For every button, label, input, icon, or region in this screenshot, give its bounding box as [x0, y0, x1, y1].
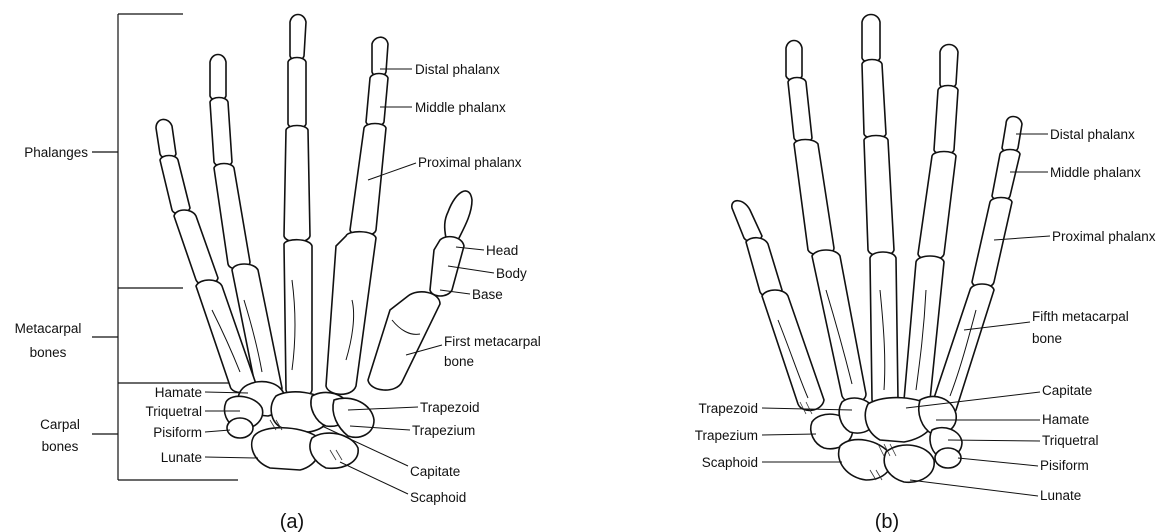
- label-carpal-bones-line1: Carpal: [40, 417, 80, 432]
- label-phalanges: Phalanges: [24, 145, 88, 160]
- label-scaphoid: Scaphoid: [410, 490, 466, 505]
- label-distal-phalanx-b: Distal phalanx: [1050, 127, 1135, 142]
- label-fifth-metacarpal-line2: bone: [1032, 331, 1062, 346]
- label-middle-phalanx-b: Middle phalanx: [1050, 165, 1141, 180]
- label-trapezium-b: Trapezium: [695, 428, 758, 443]
- caption-a: (a): [280, 511, 304, 532]
- left-middle-finger: [284, 15, 312, 398]
- label-lunate: Lunate: [161, 450, 202, 465]
- label-body: Body: [496, 266, 527, 281]
- label-scaphoid-b: Scaphoid: [702, 455, 758, 470]
- right-hand-figure: Distal phalanx Middle phalanx Proximal p…: [695, 15, 1156, 532]
- label-triquetral: Triquetral: [145, 404, 202, 419]
- label-proximal-phalanx: Proximal phalanx: [418, 155, 522, 170]
- label-trapezoid: Trapezoid: [420, 400, 480, 415]
- label-head: Head: [486, 243, 518, 258]
- label-trapezoid-b: Trapezoid: [698, 401, 758, 416]
- left-index-finger: [326, 37, 388, 394]
- label-proximal-phalanx-b: Proximal phalanx: [1052, 229, 1156, 244]
- label-metacarpal-bones-line1: Metacarpal: [15, 321, 82, 336]
- label-capitate-b: Capitate: [1042, 383, 1092, 398]
- label-carpal-bones-line2: bones: [42, 439, 79, 454]
- label-distal-phalanx: Distal phalanx: [415, 62, 500, 77]
- label-capitate: Capitate: [410, 464, 460, 479]
- left-hand-figure: Phalanges Metacarpal bones Carpal bones …: [15, 14, 541, 532]
- caption-b: (b): [875, 511, 899, 532]
- label-pisiform-b: Pisiform: [1040, 458, 1089, 473]
- label-fifth-metacarpal-line1: Fifth metacarpal: [1032, 309, 1129, 324]
- label-metacarpal-bones-line2: bones: [30, 345, 67, 360]
- label-middle-phalanx: Middle phalanx: [415, 100, 506, 115]
- label-hamate-b: Hamate: [1042, 412, 1089, 427]
- label-triquetral-b: Triquetral: [1042, 433, 1099, 448]
- label-pisiform: Pisiform: [153, 425, 202, 440]
- label-first-metacarpal-line2: bone: [444, 354, 474, 369]
- right-middle-finger: [862, 15, 898, 408]
- label-trapezium: Trapezium: [412, 423, 475, 438]
- label-base: Base: [472, 287, 503, 302]
- label-hamate: Hamate: [155, 385, 202, 400]
- label-lunate-b: Lunate: [1040, 488, 1081, 503]
- label-first-metacarpal-line1: First metacarpal: [444, 334, 541, 349]
